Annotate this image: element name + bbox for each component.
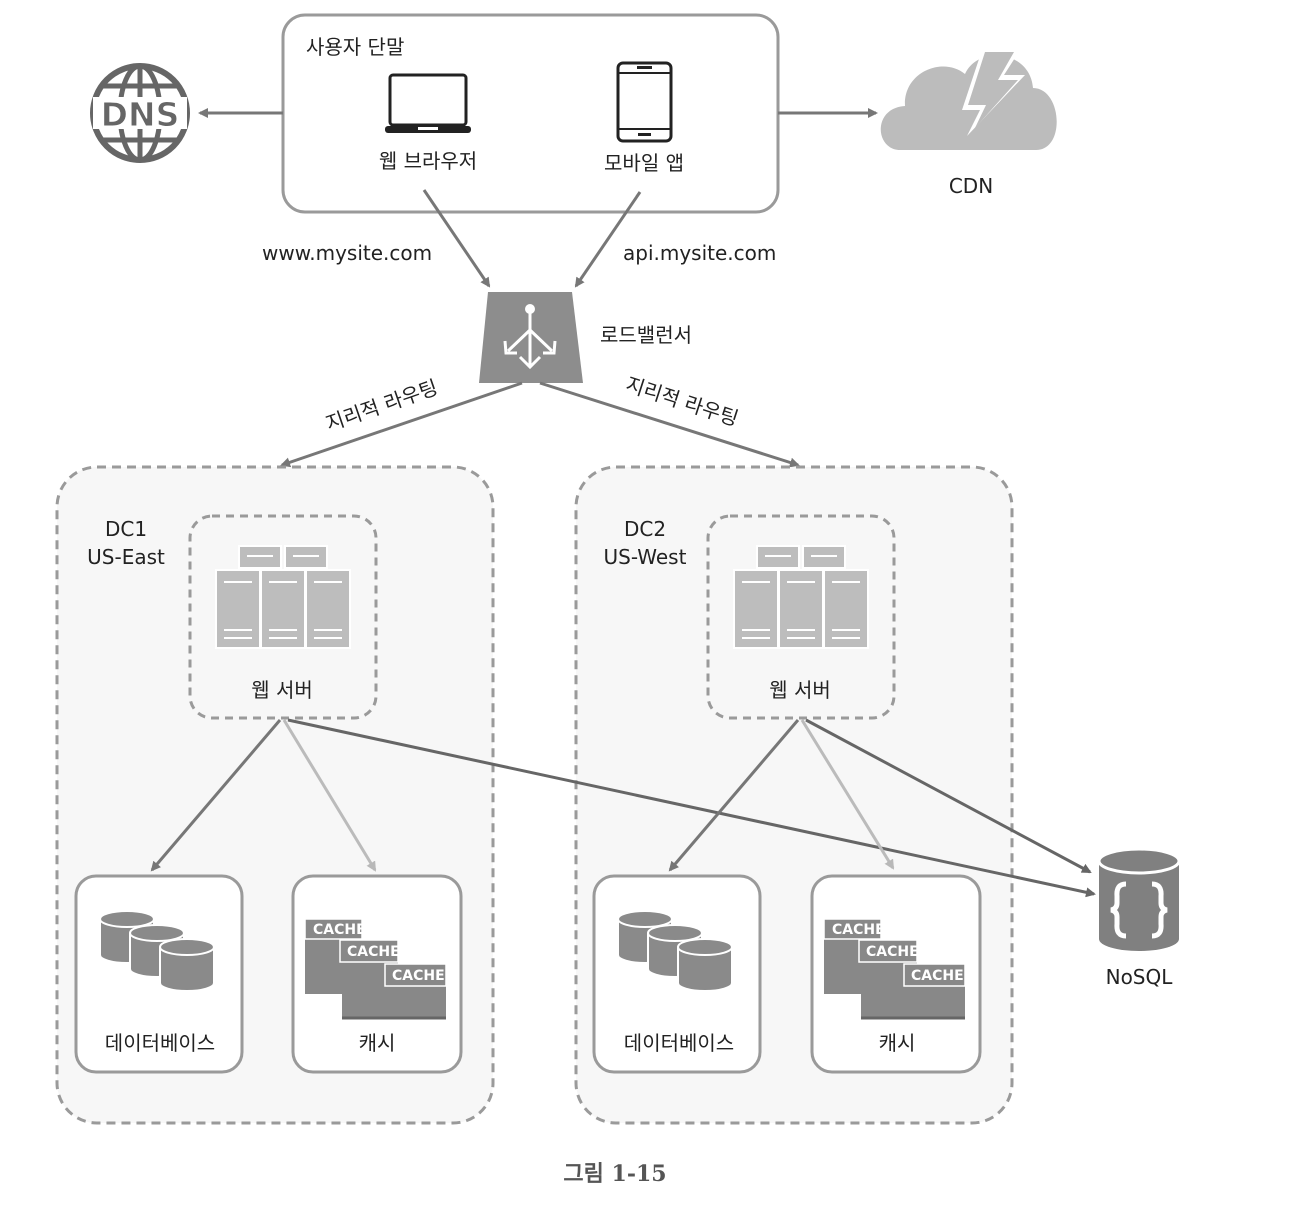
dc2-region-name: US-West — [604, 545, 687, 569]
dc1-database-label: 데이터베이스 — [105, 1031, 215, 1055]
dc1-region-name: US-East — [87, 545, 165, 569]
web-browser-label: 웹 브라우저 — [379, 149, 477, 173]
web-domain-label: www.mysite.com — [262, 241, 432, 265]
dc1-cache-icon — [304, 918, 447, 1020]
dc1-cache-tag-1: CACHE — [313, 922, 366, 938]
dns-globe-icon — [90, 63, 190, 163]
dc2-cache-tag-1: CACHE — [832, 922, 885, 938]
dc1-cache-label: 캐시 — [359, 1031, 396, 1055]
nosql-database-icon — [1097, 847, 1181, 951]
dc1-name: DC1 — [105, 517, 147, 541]
figure-caption: 그림 1-15 — [563, 1161, 666, 1187]
dc1-cache-tag-2: CACHE — [347, 944, 400, 960]
arrow-app-to-lb — [574, 191, 642, 288]
dc2-name: DC2 — [624, 517, 666, 541]
phone-icon — [616, 61, 673, 143]
dc1-web-server-label: 웹 서버 — [251, 678, 313, 702]
api-domain-label: api.mysite.com — [623, 241, 776, 265]
arrow-lb-to-dc1 — [280, 381, 523, 468]
arrow-dc2-to-cache — [800, 719, 895, 870]
dc2-cache-tag-3: CACHE — [911, 968, 964, 984]
geo-routing-right-label: 지리적 라우팅 — [623, 372, 741, 431]
dc1-cache-tag-3: CACHE — [392, 968, 445, 984]
laptop-icon — [385, 73, 471, 133]
client-title: 사용자 단말 — [306, 35, 404, 59]
dc2-database-label: 데이터베이스 — [624, 1031, 734, 1055]
arrow-dc1-to-cache — [282, 719, 377, 872]
load-balancer-icon — [479, 292, 583, 383]
arrow-dc2-to-nosql — [805, 718, 1092, 874]
arrow-dc1-to-nosql — [287, 718, 1096, 898]
dc2-cache-tag-2: CACHE — [866, 944, 919, 960]
geo-routing-left-label: 지리적 라우팅 — [323, 375, 441, 436]
load-balancer-label: 로드밸런서 — [600, 323, 692, 347]
arrow-dc1-to-db — [150, 719, 282, 872]
dc2-cache-label: 캐시 — [879, 1031, 916, 1055]
dc2-cache-icon — [823, 918, 966, 1020]
nosql-label: NoSQL — [1106, 965, 1174, 989]
arrow-lb-to-dc2 — [539, 381, 800, 468]
cdn-cloud-icon — [880, 47, 1057, 150]
dns-label: DNS — [101, 95, 180, 134]
cdn-label: CDN — [949, 174, 993, 198]
arrow-dc2-to-db — [668, 719, 800, 872]
mobile-app-label: 모바일 앱 — [604, 151, 684, 175]
dc2-web-server-label: 웹 서버 — [769, 678, 831, 702]
arrow-web-to-lb — [422, 189, 491, 288]
